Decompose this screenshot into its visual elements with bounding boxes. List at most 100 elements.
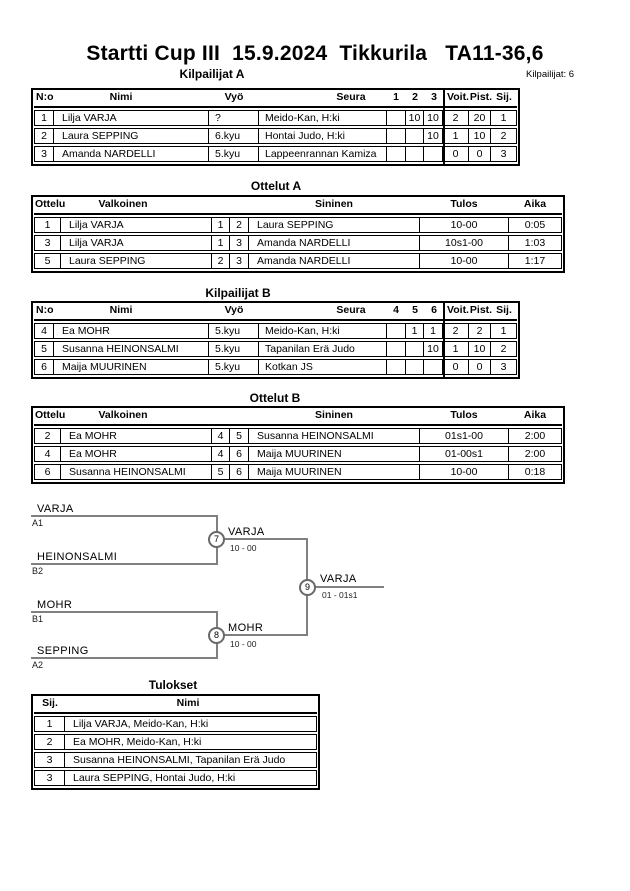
table-cell: 10 [469,128,491,144]
table-cell: 6 [230,446,249,462]
bracket-winner-label: MOHR [228,622,264,634]
table-cell: Amanda NARDELLI [249,235,420,251]
col-header: 6 [431,304,437,316]
bracket-player-label: VARJA [37,503,74,515]
table-row: 2 Ea MOHR, Meido-Kan, H:ki [34,734,317,750]
table-cell: 6 [230,464,249,480]
table-cell: 1 [34,110,54,126]
table-cell: 0 [469,146,491,162]
table-cell: Tapanilan Erä Judo [259,341,387,357]
col-header: Sij. [496,91,512,103]
col-header: Vyö [224,91,244,103]
table-cell: 0:05 [509,217,562,233]
table-cell [406,359,424,375]
table-cell: Susanna HEINONSALMI [54,341,209,357]
table-cell: 10s1-00 [420,235,509,251]
table-row: 1 Lilja VARJA, Meido-Kan, H:ki [34,716,317,732]
table-cell [406,146,424,162]
table-cell: 2 [230,217,249,233]
col-header: Nimi [176,697,200,709]
col-header: Sininen [315,198,353,210]
ottelut-a-table: Ottelu Valkoinen Sininen Tulos Aika 1 Li… [31,195,565,273]
table-cell: 2 [443,323,469,339]
col-header: Nimi [109,304,133,316]
col-header: 4 [393,304,399,316]
table-cell: 5.kyu [209,341,259,357]
table-cell: 1 [212,235,230,251]
table-cell: 2 [443,110,469,126]
table-cell: 2 [469,323,491,339]
table-cell [387,341,406,357]
table-cell: 1 [34,716,65,732]
table-cell: Lilja VARJA [61,217,212,233]
col-header: Ottelu [35,198,66,210]
table-cell: Maija MUURINEN [54,359,209,375]
col-header: 5 [412,304,418,316]
table-row: 3 Laura SEPPING, Hontai Judo, H:ki [34,770,317,786]
bracket-score-label: 01 - 01s1 [322,590,358,600]
bracket-player-label: SEPPING [37,645,89,657]
table-cell: Kotkan JS [259,359,387,375]
bracket-player-label: HEINONSALMI [37,551,118,563]
section-title-kilpailijat-a: Kilpailijat A [179,67,245,81]
table-cell: 3 [34,146,54,162]
table-cell [424,146,443,162]
table-cell: 2 [34,734,65,750]
table-cell: Laura SEPPING [54,128,209,144]
table-cell: 4 [34,446,61,462]
bracket-winner-line [217,634,308,636]
table-cell: Laura SEPPING [61,253,212,269]
section-title-ottelut-a: Ottelut A [250,179,302,193]
col-header: Pist. [469,304,493,316]
table-cell: 0:18 [509,464,562,480]
bracket-player-line [31,515,218,517]
table-cell: 2 [34,428,61,444]
bracket-winner-label: VARJA [320,573,357,585]
table-cell: 1:03 [509,235,562,251]
table-cell: 0 [443,146,469,162]
table-cell: Ea MOHR [61,446,212,462]
section-title-ottelut-b: Ottelut B [249,391,301,405]
table-cell: 3 [230,253,249,269]
table-row: 5 Susanna HEINONSALMI 5.kyu Tapanilan Er… [34,341,517,357]
table-cell: Ea MOHR [61,428,212,444]
competitors-count-label: Kilpailijat: 6 [526,69,575,80]
table-header: Ottelu Valkoinen Sininen Tulos Aika [34,197,562,215]
table-cell: Ea MOHR, Meido-Kan, H:ki [65,734,317,750]
column-group-separator [443,303,445,377]
page-title: Startti Cup III 15.9.2024 Tikkurila TA11… [86,42,544,65]
table-cell: Lappeenrannan Kamiza [259,146,387,162]
table-cell: 10 [469,341,491,357]
table-cell: Susanna HEINONSALMI [249,428,420,444]
table-row: 3 Lilja VARJA 1 3 Amanda NARDELLI 10s1-0… [34,235,562,251]
table-cell [387,128,406,144]
table-cell: Amanda NARDELLI [54,146,209,162]
col-header: Seura [336,91,366,103]
table-cell [406,128,424,144]
table-cell: 01-00s1 [420,446,509,462]
col-header: Tulos [450,198,478,210]
bracket-player-line [31,657,218,659]
bracket-seed-label: A2 [32,660,44,670]
col-header: Ottelu [35,409,66,421]
table-cell: 3 [34,752,65,768]
table-row: 4 Ea MOHR 4 6 Maija MUURINEN 01-00s1 2:0… [34,446,562,462]
table-cell: 2 [212,253,230,269]
table-cell: 10 [424,341,443,357]
table-cell: 0 [443,359,469,375]
table-row: 6 Maija MUURINEN 5.kyu Kotkan JS 0 0 3 [34,359,517,375]
col-header: Sij. [42,697,58,709]
table-cell: Amanda NARDELLI [249,253,420,269]
col-header: Tulos [450,409,478,421]
table-cell [406,341,424,357]
table-cell: 01s1-00 [420,428,509,444]
table-header: Ottelu Valkoinen Sininen Tulos Aika [34,408,562,426]
table-row: 3 Susanna HEINONSALMI, Tapanilan Erä Jud… [34,752,317,768]
table-cell: Maija MUURINEN [249,446,420,462]
column-group-separator [443,90,445,164]
bracket-player-line [31,563,218,565]
table-cell: Laura SEPPING, Hontai Judo, H:ki [65,770,317,786]
col-header: Vyö [224,304,244,316]
table-cell: 5.kyu [209,359,259,375]
col-header: 3 [431,91,437,103]
